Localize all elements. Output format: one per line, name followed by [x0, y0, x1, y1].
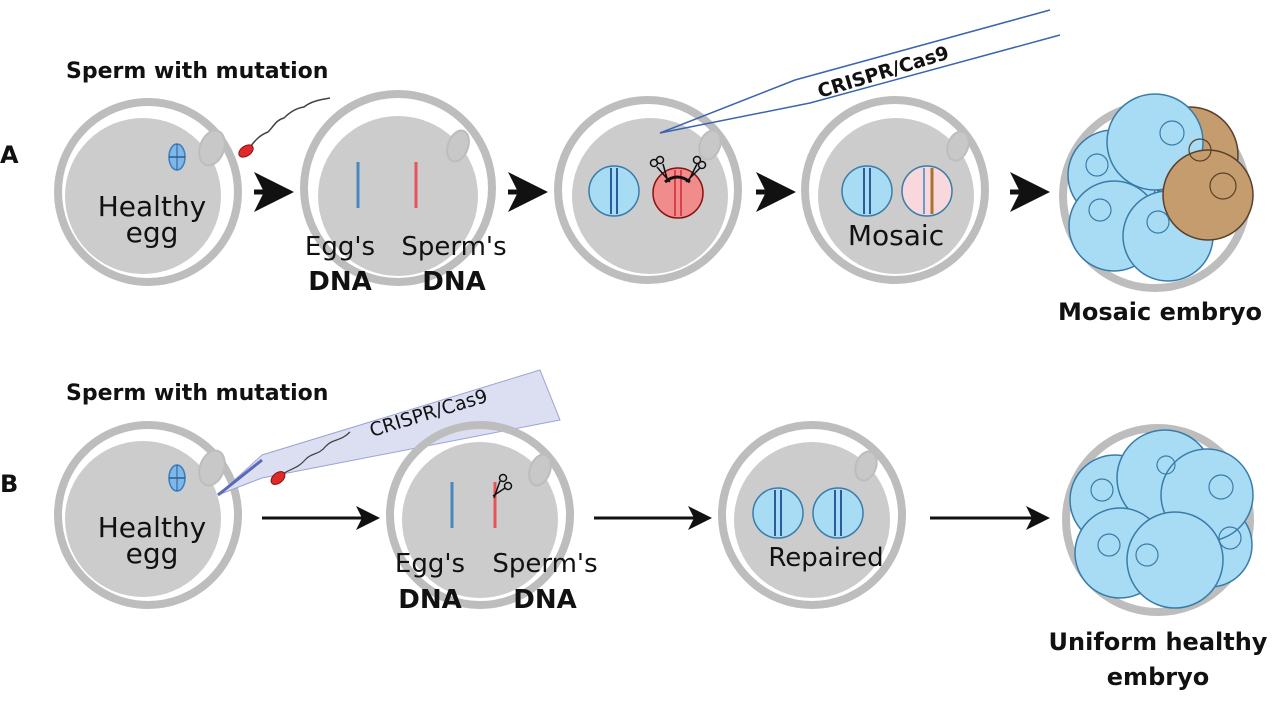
sperm-dna-label: Sperm's: [401, 232, 506, 262]
sperm-icon: [238, 97, 331, 158]
egg-dna-label-2: DNA: [308, 267, 371, 297]
mosaic-embryo: [1059, 93, 1254, 292]
egg-dna-label-2: DNA: [398, 585, 461, 615]
mosaic-label: Mosaic: [848, 219, 944, 252]
needle-label: CRISPR/Cas9: [815, 42, 952, 103]
crispr-needle-a: CRISPR/Cas9: [659, 9, 1061, 134]
healthy-egg-a: Healthy egg: [54, 98, 242, 286]
scissors-icon: [649, 155, 707, 184]
zygote-b: Egg's DNA Sperm's DNA: [386, 421, 598, 615]
scissors-icon: [492, 473, 513, 499]
mosaic-zygote: Mosaic: [801, 96, 989, 284]
panel-a-label: A: [0, 141, 19, 169]
healthy-egg-b: Healthy egg: [54, 421, 242, 609]
uniform-embryo-label: Uniform healthy: [1049, 628, 1268, 656]
sperm-dna-label-2: DNA: [422, 267, 485, 297]
uniform-embryo-label-2: embryo: [1107, 663, 1209, 691]
egg-dna-label: Egg's: [305, 232, 375, 262]
sperm-dna-label: Sperm's: [492, 549, 597, 579]
spindle-icon: [168, 143, 186, 171]
mosaic-embryo-label: Mosaic embryo: [1058, 298, 1262, 326]
zygote-a: Egg's DNA Sperm's DNA: [300, 90, 507, 297]
egg-dna-label: Egg's: [395, 549, 465, 579]
panel-b-sperm-title: Sperm with mutation: [66, 381, 328, 406]
spindle-icon: [168, 464, 186, 492]
sperm-dna-label-2: DNA: [513, 585, 576, 615]
panel-b-label: B: [0, 470, 18, 498]
injected-zygote-a: [554, 96, 742, 284]
repaired-label: Repaired: [768, 543, 883, 573]
egg-label-2: egg: [126, 216, 179, 249]
egg-label: Healthy: [98, 190, 207, 223]
egg-label: Healthy: [98, 511, 207, 544]
panel-a-sperm-title: Sperm with mutation: [66, 59, 328, 84]
uniform-healthy-embryo: [1062, 424, 1254, 616]
egg-label-2: egg: [126, 537, 179, 570]
repaired-zygote: Repaired: [718, 421, 906, 609]
